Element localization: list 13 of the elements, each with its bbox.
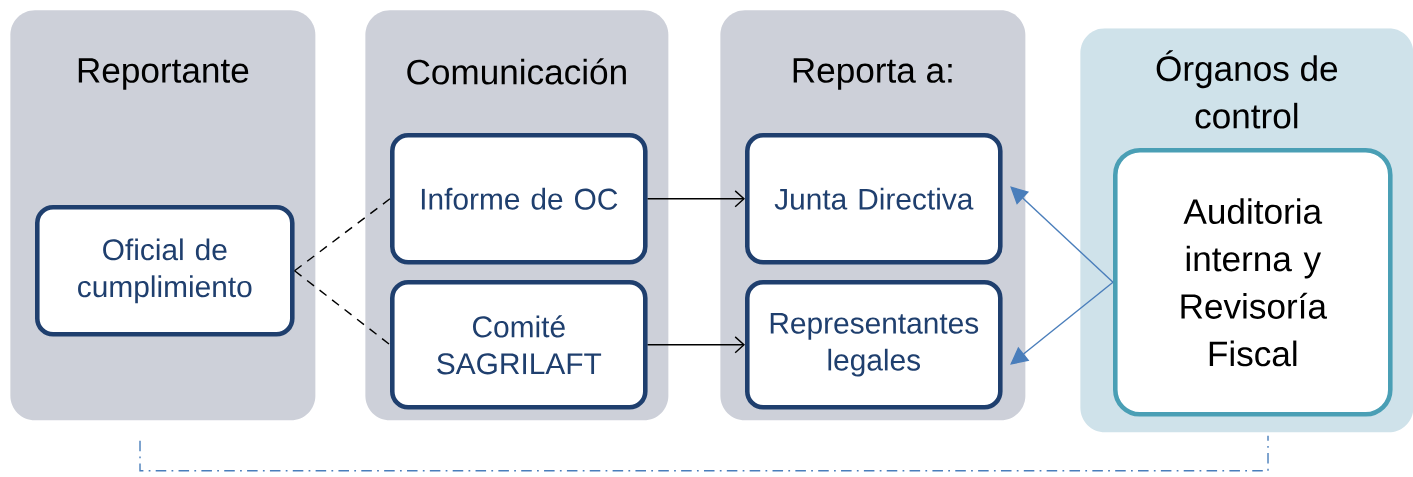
arrow bbox=[646, 190, 745, 208]
process-box: Comité SAGRILAFT bbox=[390, 280, 648, 410]
process-box: Junta Directiva bbox=[745, 133, 1003, 265]
process-box: Oficial de cumplimiento bbox=[35, 205, 295, 337]
arrow bbox=[646, 336, 745, 354]
process-box: Informe de OC bbox=[390, 133, 648, 265]
connector-line bbox=[139, 435, 1269, 472]
connector-line bbox=[293, 198, 391, 272]
process-box: Representantes legales bbox=[745, 280, 1003, 410]
arrow bbox=[1010, 281, 1114, 365]
arrow bbox=[1010, 186, 1114, 283]
connector-line bbox=[293, 270, 391, 346]
process-box: Auditoria interna y Revisoría Fiscal bbox=[1113, 148, 1393, 417]
